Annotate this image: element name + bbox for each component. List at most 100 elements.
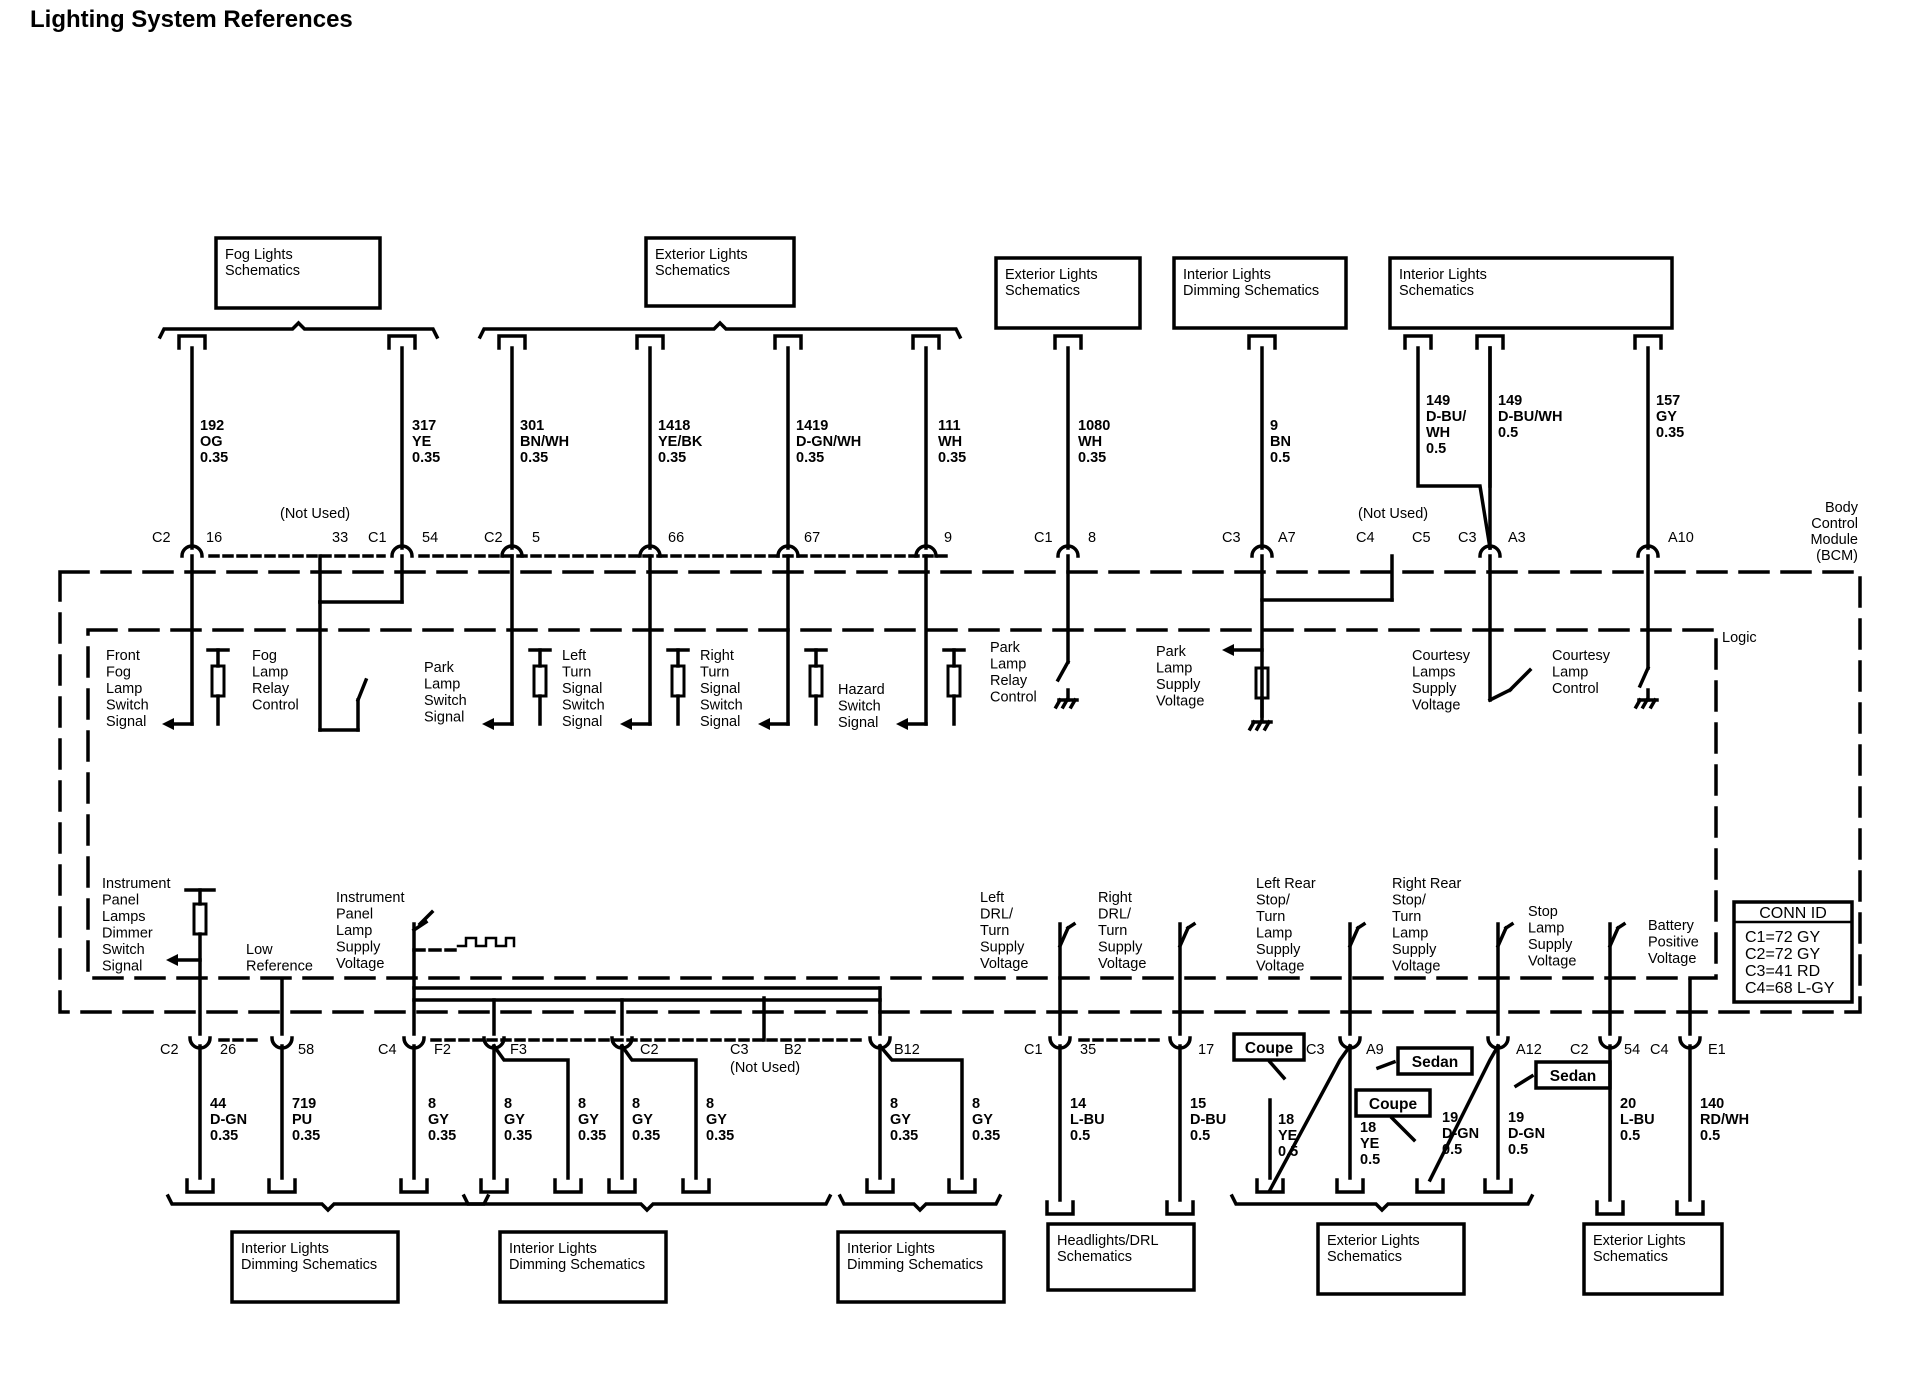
signal-label: Voltage [1528, 954, 1576, 970]
pin-arc [914, 544, 938, 558]
signal-label: Park [990, 640, 1021, 656]
option-arrow [1267, 1059, 1287, 1081]
pin-label: C1 [1034, 530, 1053, 546]
wire [1355, 921, 1367, 931]
signal-label: Switch [424, 693, 467, 709]
connector-terminal [1165, 1200, 1195, 1216]
wire-label: 8 [890, 1096, 898, 1112]
pin-label: C5 [1412, 530, 1431, 546]
signal-label: Turn [980, 923, 1009, 939]
reference-box [994, 256, 1142, 330]
pin-label: F3 [510, 1042, 527, 1058]
signal-label: Lamp [106, 681, 142, 697]
wire-label: 19 [1508, 1110, 1524, 1126]
brace [157, 320, 440, 340]
resistor-symbol [210, 664, 226, 698]
wire-label: 0.5 [1426, 441, 1446, 457]
wire-label: 0.5 [1620, 1128, 1640, 1144]
brace [477, 320, 963, 340]
wire [1427, 1043, 1501, 1183]
reference-box-label: Interior Lights [847, 1241, 935, 1257]
wire-label: GY [1656, 409, 1677, 425]
connector-terminal [947, 1178, 977, 1194]
wire [1503, 921, 1515, 931]
pin-label: A12 [1516, 1042, 1542, 1058]
option-arrow [1389, 1115, 1417, 1143]
ground-symbol [1254, 719, 1264, 732]
signal-label: Lamps [1412, 665, 1456, 681]
pin-label: 54 [1624, 1042, 1640, 1058]
signal-label: Switch [838, 699, 881, 715]
signal-label: Left Rear [1256, 876, 1316, 892]
connector-terminal [1045, 1200, 1075, 1216]
wire [355, 677, 369, 703]
wire-label: 140 [1700, 1096, 1724, 1112]
reference-box-label: Schematics [1399, 283, 1474, 299]
bcm-label: Body [1825, 500, 1859, 516]
connector-terminal [635, 334, 665, 350]
wire [1507, 667, 1533, 693]
signal-label: Supply [336, 940, 381, 956]
signal-label: Park [1156, 644, 1187, 660]
option-box [1534, 1060, 1612, 1090]
connector-terminal [1633, 334, 1663, 350]
wire-label: 8 [578, 1096, 586, 1112]
pin-label: A9 [1366, 1042, 1384, 1058]
wire-label: 149 [1498, 393, 1522, 409]
pin-label: 58 [298, 1042, 314, 1058]
signal-label: Low [246, 942, 273, 958]
wire-label: PU [292, 1112, 312, 1128]
wire-label: 0.35 [632, 1128, 660, 1144]
wire-label: 14 [1070, 1096, 1086, 1112]
connector-terminal [773, 334, 803, 350]
option-label: Coupe [1369, 1096, 1418, 1113]
resistor-symbol [532, 664, 548, 698]
wire-label: 157 [1656, 393, 1680, 409]
signal-label: Battery [1648, 918, 1695, 934]
wire-label: GY [428, 1112, 449, 1128]
reference-box [1172, 256, 1348, 330]
wire-label: 111 [938, 418, 961, 434]
ground-symbol [1247, 719, 1257, 732]
wire [1487, 687, 1513, 703]
signal-label: Dimmer [102, 926, 153, 942]
wire-label: RD/WH [1700, 1112, 1749, 1128]
connector-terminal [267, 1178, 297, 1194]
arrow-head [758, 718, 770, 730]
wire [1055, 659, 1071, 683]
pin-arc [776, 544, 800, 558]
pin-label: C4 [1356, 530, 1375, 546]
option-box [1354, 1088, 1432, 1118]
reference-box-label: Schematics [655, 263, 730, 279]
pin-label: B2 [784, 1042, 802, 1058]
pin-arc [638, 544, 662, 558]
reference-box-label: Interior Lights [241, 1241, 329, 1257]
pin-label: A3 [1508, 530, 1526, 546]
signal-label: Turn [1256, 909, 1285, 925]
signal-label: Signal [102, 959, 142, 975]
reference-box [1582, 1222, 1724, 1296]
signal-label: Panel [336, 907, 373, 923]
pwm-signal [456, 936, 516, 948]
signal-label: Lamp [252, 665, 288, 681]
arrow-head [162, 718, 174, 730]
reference-box [1388, 256, 1674, 330]
wire-label: D-GN [210, 1112, 247, 1128]
pin-label: B12 [894, 1042, 920, 1058]
brace [165, 1193, 491, 1213]
page-title: Lighting System References [30, 6, 353, 33]
wire-label: 0.5 [1070, 1128, 1090, 1144]
signal-label: DRL/ [980, 907, 1014, 923]
wire [1607, 925, 1621, 949]
resistor-symbol [808, 664, 824, 698]
connector-terminal [911, 334, 941, 350]
logic-outline [86, 628, 1718, 980]
signal-label: Control [990, 690, 1037, 706]
wire-label: 192 [200, 418, 224, 434]
brace [1229, 1193, 1535, 1213]
signal-label: Switch [700, 698, 743, 714]
bcm-outline [58, 570, 1862, 1014]
wire-label: YE/BK [658, 434, 703, 450]
signal-label: Front [106, 648, 140, 664]
